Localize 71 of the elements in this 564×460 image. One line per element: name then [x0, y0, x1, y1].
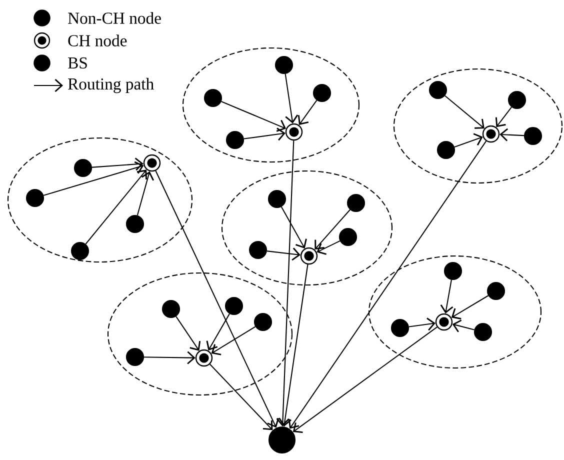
arrow — [314, 209, 350, 250]
cluster-ellipse — [368, 255, 542, 369]
sensor-node — [486, 282, 506, 300]
arrow — [221, 101, 286, 132]
sensor-node — [444, 262, 462, 280]
legend-label: CH node — [68, 34, 127, 46]
arrow — [444, 95, 484, 129]
arrow — [298, 100, 318, 125]
arrow — [44, 161, 144, 196]
sensor-node — [26, 188, 44, 208]
cluster-head-node — [195, 349, 213, 367]
arrow — [85, 170, 148, 244]
legend-label: BS — [68, 57, 87, 69]
arrow — [211, 326, 256, 356]
sensor-node — [508, 90, 526, 110]
arrow — [284, 74, 298, 124]
legend-label: Non-CH node — [68, 12, 161, 24]
cluster-head-node — [435, 313, 453, 331]
sensor-node — [254, 312, 272, 332]
cluster-head-node — [143, 154, 161, 172]
arrow — [278, 264, 308, 427]
arrow — [288, 140, 487, 429]
sensor-node — [474, 322, 492, 342]
cluster-ellipse — [182, 47, 360, 163]
arrow — [454, 133, 483, 148]
arrow — [316, 240, 340, 255]
base-station — [268, 426, 296, 454]
sensor-node — [428, 80, 448, 100]
arrow — [244, 128, 286, 141]
sensor-node — [74, 158, 92, 178]
arrow — [276, 140, 294, 426]
sensor-node — [248, 240, 268, 260]
arrow — [280, 206, 307, 248]
sensor-node — [226, 130, 244, 150]
cluster-ellipse — [7, 137, 193, 263]
sensor-node — [524, 126, 542, 146]
arrow — [408, 318, 436, 331]
sensor-node — [312, 84, 332, 102]
sensor-node — [338, 228, 358, 246]
arrow — [452, 320, 474, 332]
sensor-node — [70, 242, 90, 260]
arrow — [440, 280, 454, 314]
arrow — [451, 295, 489, 320]
arrow — [495, 106, 512, 128]
legend-label: Routing path — [68, 78, 154, 94]
sensor-node — [274, 56, 294, 74]
arrow — [292, 326, 438, 434]
sensor-node — [126, 348, 144, 366]
cluster-ellipse — [107, 272, 293, 396]
sensor-node — [346, 194, 366, 212]
sensor-node — [390, 318, 410, 338]
arrow — [500, 128, 524, 142]
sensor-node — [204, 88, 222, 108]
sensor-node — [224, 296, 244, 316]
sensor-node — [126, 214, 144, 234]
cluster-head-node — [482, 125, 500, 143]
cluster-head-node — [285, 123, 303, 141]
arrow — [176, 316, 201, 351]
sensor-node — [268, 190, 286, 208]
arrow — [136, 171, 154, 216]
arrow — [266, 248, 300, 261]
cluster-ellipse — [221, 170, 393, 286]
sensor-node — [162, 300, 180, 318]
cluster-ellipse — [393, 68, 563, 184]
arrow — [155, 170, 280, 428]
arrow — [144, 351, 196, 364]
arrow — [210, 364, 273, 430]
arrow — [92, 158, 144, 171]
cluster-head-node — [300, 247, 318, 265]
arrow — [206, 314, 230, 351]
sensor-node — [436, 140, 456, 160]
